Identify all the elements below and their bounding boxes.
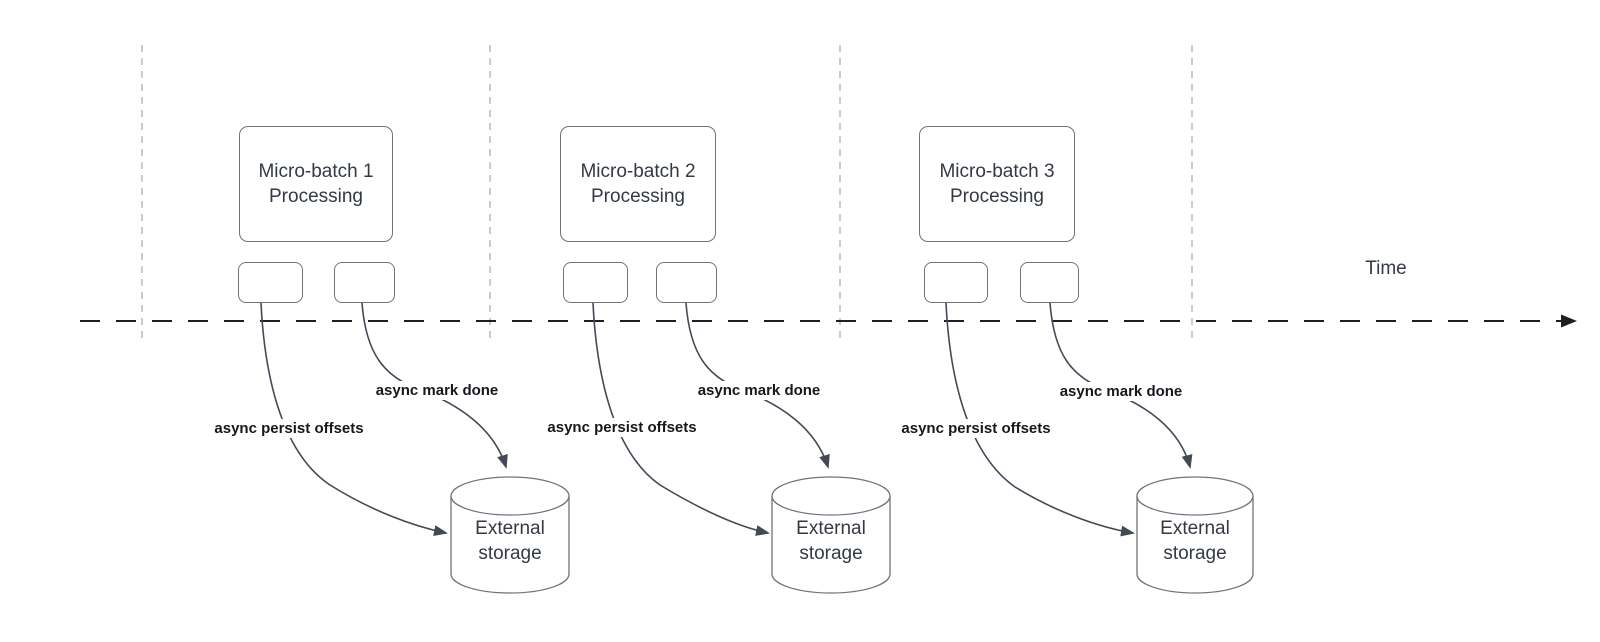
async-task-box-1-right	[334, 262, 395, 303]
storage-cylinder-1	[450, 476, 570, 594]
storage-cylinder-3-body	[1136, 496, 1254, 594]
storage-cylinder-1-top	[450, 476, 570, 516]
storage-cylinder-2-body	[771, 496, 891, 594]
micro-batch-3-process-box: Micro-batch 3 Processing	[919, 126, 1075, 242]
storage-cylinder-3-top	[1136, 476, 1254, 516]
micro-batch-2-title-line2: Processing	[591, 186, 685, 207]
micro-batch-2-process-box: Micro-batch 2 Processing	[560, 126, 716, 242]
micro-batch-2-title-line1: Micro-batch 2	[580, 161, 696, 182]
persist-offsets-label-3: async persist offsets	[898, 419, 1054, 438]
persist-offsets-label-1: async persist offsets	[211, 419, 367, 438]
storage-cylinder-1-body	[450, 496, 570, 594]
mark-done-label-2: async mark done	[694, 381, 824, 400]
mark-done-label-1: async mark done	[372, 381, 502, 400]
persist-offsets-arrow-1	[260, 302, 448, 536]
storage-cylinder-3	[1136, 476, 1254, 594]
persist-offsets-label-2: async persist offsets	[544, 418, 700, 437]
async-task-box-1-left	[238, 262, 303, 303]
micro-batch-1-process-box: Micro-batch 1 Processing	[239, 126, 393, 242]
async-task-box-2-left	[563, 262, 628, 303]
persist-offsets-arrow-2	[592, 302, 770, 536]
storage-cylinder-2-top	[771, 476, 891, 516]
time-axis-label: Time	[1365, 258, 1407, 279]
micro-batch-3-title-line1: Micro-batch 3	[939, 161, 1055, 182]
mark-done-label-3: async mark done	[1056, 382, 1186, 401]
micro-batch-3-title-line2: Processing	[950, 186, 1044, 207]
async-task-box-2-right	[656, 262, 717, 303]
storage-cylinder-2	[771, 476, 891, 594]
persist-offsets-arrow-3	[945, 302, 1135, 537]
async-task-box-3-right	[1020, 262, 1079, 303]
micro-batch-1-title-line1: Micro-batch 1	[258, 161, 374, 182]
micro-batch-1-title-line2: Processing	[269, 186, 363, 207]
async-task-box-3-left	[924, 262, 988, 303]
